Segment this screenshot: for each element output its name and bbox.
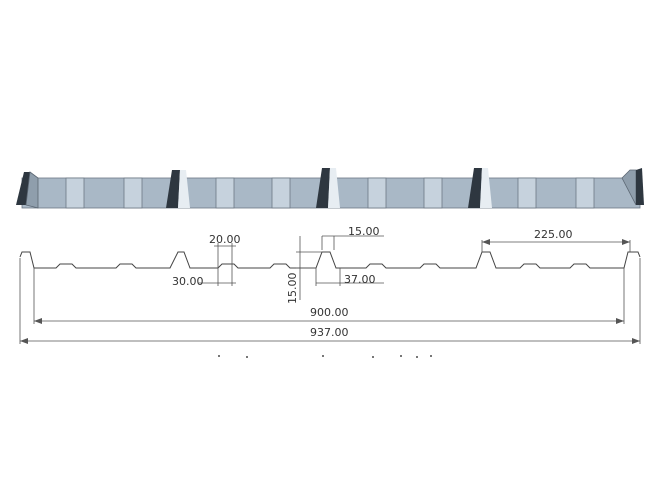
dim-rib-top-width-2: 15.00 [348, 225, 380, 238]
minor-rib [517, 177, 537, 209]
dim-total-width: 937.00 [310, 326, 349, 339]
dim-rib-base: 37.00 [344, 273, 376, 286]
minor-rib [123, 177, 143, 209]
panel-left-edge [25, 171, 39, 209]
dim-rib-height: 15.00 [286, 273, 299, 305]
minor-rib [215, 177, 235, 209]
arrow-head [622, 239, 630, 245]
major-rib-3 [468, 168, 492, 208]
minor-rib [575, 177, 595, 209]
panel-right-edge-shadow [636, 168, 644, 205]
major-rib-1 [166, 170, 190, 208]
arrow-head [632, 338, 640, 344]
panel-3d-view [16, 168, 644, 209]
cropped-text-fragment [218, 355, 432, 358]
arrow-head [482, 239, 490, 245]
panel-left-edge-shadow [16, 172, 30, 205]
dim-pitch: 225.00 [534, 228, 573, 241]
dim-rib-top-width: 20.00 [209, 233, 241, 246]
dim-rib-offset: 30.00 [172, 275, 204, 288]
minor-rib [65, 177, 85, 209]
minor-rib [271, 177, 291, 209]
dim-effective-width: 900.00 [310, 306, 349, 319]
minor-rib [367, 177, 387, 209]
minor-rib [423, 177, 443, 209]
major-rib-2 [316, 168, 340, 208]
arrow-head [34, 318, 42, 324]
arrow-head [20, 338, 28, 344]
arrow-head [616, 318, 624, 324]
panel-profile-outline [19, 251, 641, 269]
